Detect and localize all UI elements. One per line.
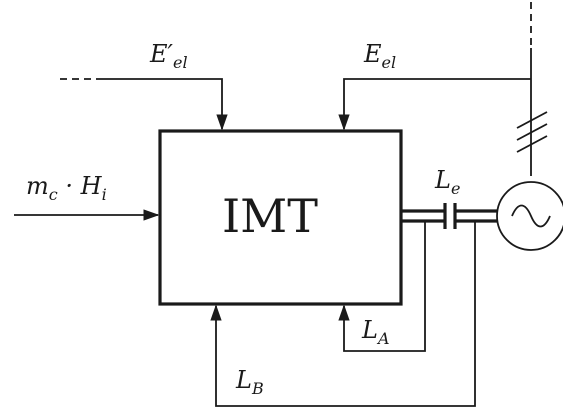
la-label: LA [361, 316, 390, 348]
imt-block [158, 129, 403, 306]
e-el-label: Eel [363, 40, 396, 72]
three-phase-mark-2 [516, 123, 548, 141]
e-el-prime-arrow [100, 78, 228, 131]
lb-arrow [210, 221, 476, 407]
sine-wave-icon [511, 204, 551, 228]
imt-block-label: IMT [222, 189, 318, 243]
generator-icon [496, 181, 563, 251]
three-phase-mark-3 [516, 135, 548, 153]
three-phase-mark-1 [516, 111, 548, 129]
lb-label: LB [235, 366, 264, 398]
e-el-prime-label: E′el [149, 40, 188, 72]
e-el-arrow [338, 78, 531, 131]
la-arrow [338, 221, 426, 352]
mass-heat-input-label: mc · Hi [26, 172, 107, 204]
le-label: Le [434, 166, 460, 198]
